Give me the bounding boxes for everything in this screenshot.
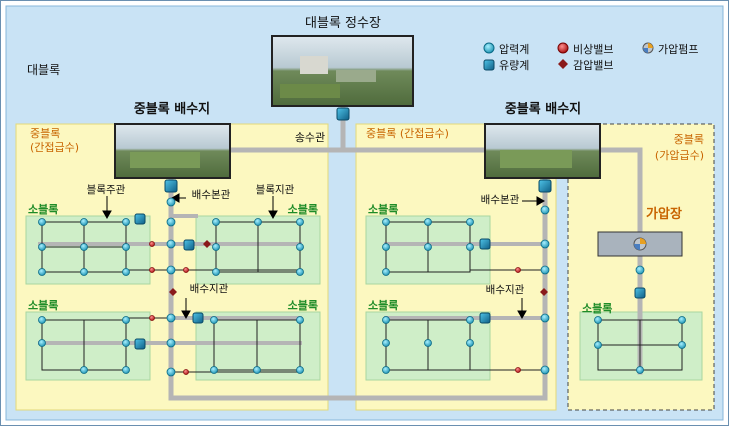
flow-meter-icon bbox=[183, 239, 195, 251]
legend: 압력계 유량계 비상밸브 감압밸브 가압펌프 bbox=[483, 42, 698, 72]
block-main-label: 블록주관 bbox=[87, 184, 126, 196]
right-reservoir-label: 중블록 배수지 bbox=[505, 101, 581, 117]
flow-meter-icon bbox=[134, 338, 146, 350]
small-block-label: 소블록 bbox=[582, 302, 612, 315]
flow-meter-icon bbox=[634, 287, 646, 299]
mid-block-left-label-sub: (간접급수) bbox=[30, 141, 79, 154]
small-block-label: 소블록 bbox=[368, 203, 398, 216]
distribution-main-label-right: 배수본관 bbox=[481, 194, 520, 206]
left-reservoir-photo bbox=[114, 123, 231, 179]
small-block-label: 소블록 bbox=[288, 299, 318, 312]
booster-pump-icon bbox=[642, 42, 654, 54]
block-branch-label: 블록지관 bbox=[256, 184, 295, 196]
pressure-reducing-valve-icon bbox=[558, 59, 568, 69]
booster-station-label: 가압장 bbox=[646, 206, 682, 222]
flow-meter-icon bbox=[479, 312, 491, 324]
large-block-label: 대블록 bbox=[27, 63, 60, 77]
emergency-valve-icon bbox=[557, 42, 569, 54]
booster-pump-icon bbox=[633, 237, 647, 251]
small-block-label: 소블록 bbox=[28, 299, 58, 312]
legend-label: 비상밸브 bbox=[573, 43, 613, 56]
flow-meter-icon bbox=[192, 312, 204, 324]
legend-label: 감압밸브 bbox=[573, 59, 613, 72]
distribution-main-label-left: 배수본관 bbox=[192, 189, 231, 201]
small-block-label: 소블록 bbox=[368, 299, 398, 312]
pressure-reducing-valves bbox=[169, 240, 548, 296]
transmission-main-label: 송수관 bbox=[295, 131, 325, 144]
flow-meter-icon bbox=[336, 107, 350, 121]
flow-meter-icon bbox=[164, 179, 178, 193]
mid-block-left-label: 중블록 bbox=[30, 127, 60, 140]
flow-meter-icon bbox=[538, 179, 552, 193]
distribution-branch-label-right: 배수지관 bbox=[486, 284, 525, 296]
legend-label: 유량계 bbox=[499, 59, 529, 72]
distribution-branch-label-left: 배수지관 bbox=[190, 283, 229, 295]
flow-meters bbox=[134, 107, 646, 350]
emergency-valves bbox=[149, 241, 521, 375]
legend-label: 압력계 bbox=[499, 43, 529, 56]
legend-label: 가압펌프 bbox=[658, 43, 698, 56]
flow-meter-icon bbox=[134, 213, 146, 225]
right-reservoir-photo bbox=[484, 123, 601, 179]
mid-block-right-label-sub: (가압급수) bbox=[655, 149, 704, 162]
mid-block-right-label: 중블록 bbox=[674, 133, 704, 146]
plant-title: 대블록 정수장 bbox=[305, 16, 381, 31]
label-arrows bbox=[102, 193, 546, 320]
small-block-label: 소블록 bbox=[28, 203, 58, 216]
flow-meter-icon bbox=[483, 59, 495, 71]
pressure-gauge-icon bbox=[483, 42, 495, 54]
pressure-gauges bbox=[38, 197, 686, 377]
small-block-label: 소블록 bbox=[288, 203, 318, 216]
flow-meter-icon bbox=[479, 238, 491, 250]
mid-block-center-label: 중블록 (간접급수) bbox=[366, 127, 449, 140]
water-treatment-plant-photo bbox=[271, 35, 414, 107]
left-reservoir-label: 중블록 배수지 bbox=[134, 101, 210, 117]
